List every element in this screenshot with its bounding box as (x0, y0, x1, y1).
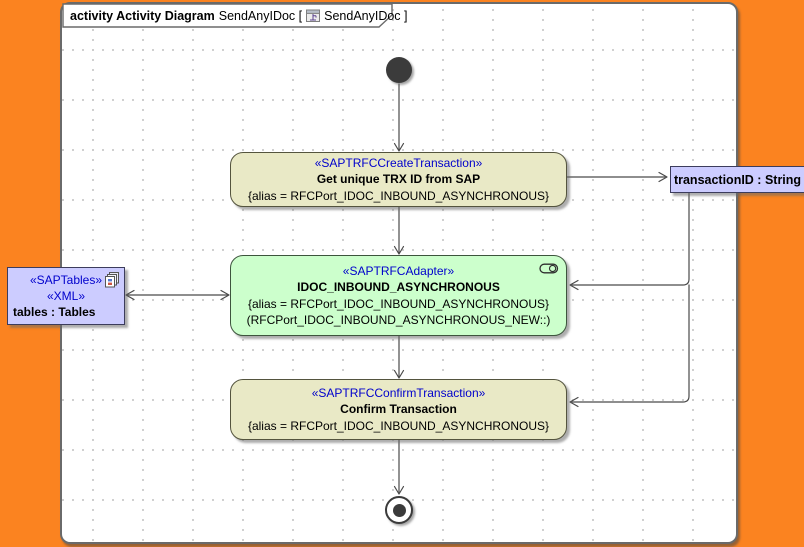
edge-transactionid-to-adapter[interactable] (571, 192, 690, 286)
frame-tab-title: activity Activity Diagram SendAnyIDoc [ … (70, 8, 408, 24)
copy-icon (103, 272, 120, 288)
final-node[interactable] (385, 496, 413, 524)
action-detail: (RFCPort_IDOC_INBOUND_ASYNCHRONOUS_NEW::… (246, 313, 551, 327)
arrowhead-create-to-transactionid (658, 171, 668, 183)
action-create-transaction[interactable]: «SAPTRFCCreateTransaction» Get unique TR… (230, 152, 567, 207)
action-name: Get unique TRX ID from SAP (316, 172, 481, 187)
arrowhead-transactionid-to-confirm (569, 396, 579, 408)
frame-kind-label: activity Activity Diagram (70, 9, 215, 23)
arrowhead-tables-left (125, 289, 135, 301)
object-label: transactionID : String (673, 172, 802, 187)
stereotype-label-2: «XML» (46, 289, 86, 303)
stereotype-label: «SAPTRFCCreateTransaction» (314, 155, 483, 170)
diagram-canvas[interactable]: activity Activity Diagram SendAnyIDoc [ … (7, 2, 804, 544)
stereotype-label: «SAPTRFCConfirmTransaction» (311, 385, 486, 400)
frame-diagram-name: SendAnyIDoc [ (218, 9, 303, 23)
action-name: Confirm Transaction (340, 402, 457, 417)
stereotype-label: «SAPTables» (29, 273, 103, 287)
arrowhead-tables-right (220, 289, 230, 301)
initial-node[interactable] (386, 57, 412, 83)
action-idoc-adapter[interactable]: «SAPTRFCAdapter» IDOC_INBOUND_ASYNCHRONO… (230, 255, 567, 336)
final-node-core (392, 503, 406, 517)
object-transaction-id[interactable]: transactionID : String (670, 166, 804, 193)
activity-diagram-icon (306, 9, 321, 23)
object-tables[interactable]: «SAPTables» «XML» tables : Tables (7, 267, 125, 325)
action-name: IDOC_INBOUND_ASYNCHRONOUS (297, 280, 500, 294)
action-alias: {alias = RFCPort_IDOC_INBOUND_ASYNCHRONO… (247, 188, 550, 203)
action-alias: {alias = RFCPort_IDOC_INBOUND_ASYNCHRONO… (247, 418, 550, 433)
arrowhead-confirm-to-final (393, 485, 405, 495)
action-alias: {alias = RFCPort_IDOC_INBOUND_ASYNCHRONO… (247, 296, 550, 311)
adapter-indicator-icon (539, 262, 559, 274)
stereotype-label: «SAPTRFCAdapter» (342, 263, 455, 278)
arrowhead-create-to-adapter (393, 245, 405, 255)
arrowhead-adapter-to-confirm (393, 369, 405, 379)
arrowhead-initial-to-create (393, 142, 405, 152)
action-confirm-transaction[interactable]: «SAPTRFCConfirmTransaction» Confirm Tran… (230, 379, 567, 440)
object-label: tables : Tables (13, 305, 96, 319)
frame-diagram-ref: SendAnyIDoc ] (324, 9, 408, 23)
arrowhead-transactionid-to-adapter (569, 279, 579, 291)
edge-transactionid-to-confirm[interactable] (571, 284, 690, 403)
